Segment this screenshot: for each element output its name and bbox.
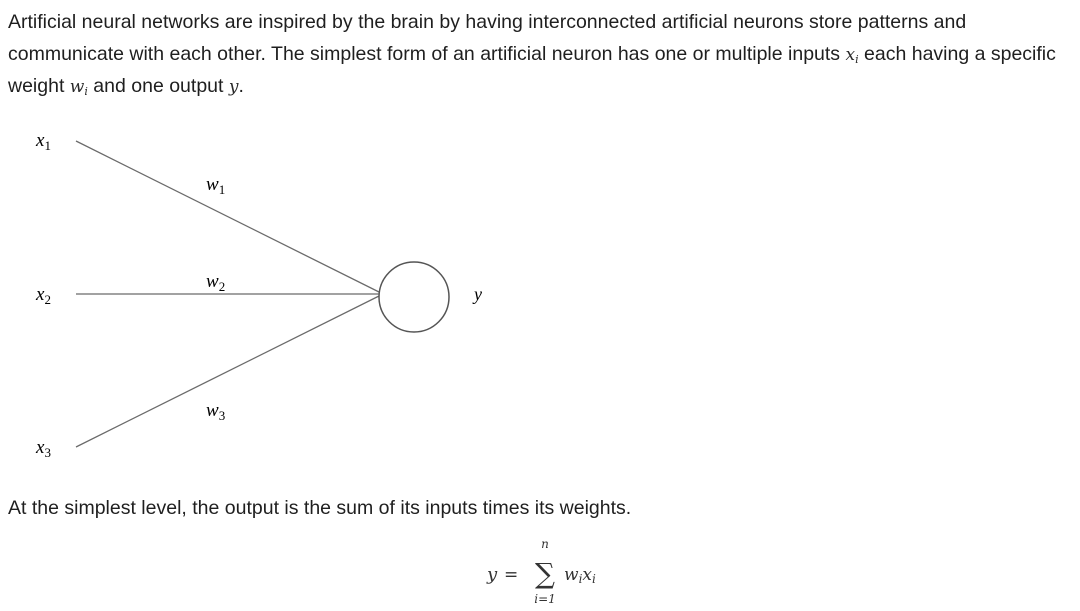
sum-upper-limit: n — [541, 537, 549, 551]
summary-paragraph: At the simplest level, the output is the… — [8, 497, 632, 519]
weight-label-w2: w2 — [206, 271, 225, 294]
output-variable: y — [228, 77, 239, 97]
neuron-node — [378, 261, 450, 333]
neuron-diagram: x1 x2 x3 w1 w2 w3 y — [35, 130, 482, 460]
formula-term: wixi — [564, 565, 596, 586]
input-label-x3: x3 — [35, 437, 51, 460]
input-label-x2: x2 — [35, 284, 51, 307]
input-variable: xi — [845, 44, 859, 66]
formula-equals: = — [504, 565, 518, 585]
intro-text-3: and one output — [87, 75, 229, 97]
formula-lhs: y — [486, 564, 498, 585]
weight-label-w3: w3 — [206, 400, 225, 423]
intro-text-1: Artificial neural networks are inspired … — [8, 11, 967, 65]
sum-lower-limit: i=1 — [534, 592, 556, 606]
sum-formula: n y = ∑ i=1 wixi — [486, 537, 596, 606]
connection-line-x3 — [75, 294, 382, 448]
sigma-symbol: ∑ — [535, 557, 555, 590]
output-label-y: y — [472, 284, 482, 304]
intro-text-4: . — [238, 75, 244, 97]
weight-label-w1: w1 — [206, 174, 225, 197]
intro-text-2: each having a specific weight — [8, 42, 1056, 98]
intro-paragraph: Artificial neural networks are inspired … — [8, 7, 1074, 104]
input-label-x1: x1 — [35, 130, 51, 153]
weight-variable: wi — [69, 77, 88, 98]
connection-line-x1 — [75, 140, 382, 294]
